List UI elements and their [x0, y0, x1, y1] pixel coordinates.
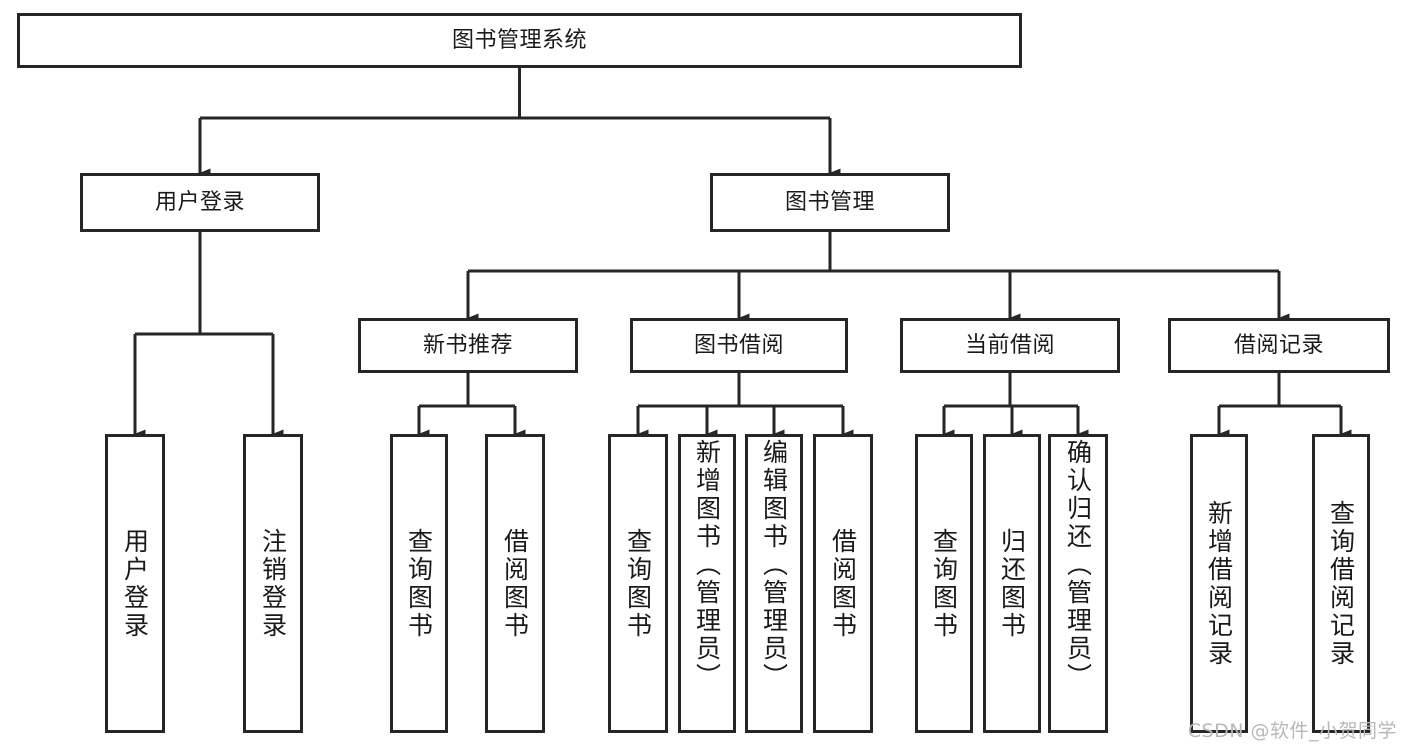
node-leaf-edit-book[interactable]: 编辑图书（管理员）: [745, 434, 803, 733]
node-label: 用户登录: [154, 189, 245, 215]
node-leaf-user-login[interactable]: 用户登录: [105, 434, 165, 733]
node-leaf-borrow-book-2[interactable]: 借阅图书: [813, 434, 873, 733]
node-label: 新增借阅记录: [1204, 499, 1234, 668]
node-root[interactable]: 图书管理系统: [17, 13, 1022, 68]
node-leaf-add-book[interactable]: 新增图书（管理员）: [678, 434, 736, 733]
node-label: 图书借阅: [693, 332, 784, 358]
node-current-borrow[interactable]: 当前借阅: [900, 318, 1120, 373]
node-leaf-add-record[interactable]: 新增借阅记录: [1190, 434, 1248, 733]
node-label: 查询图书: [404, 527, 434, 640]
node-label: 借阅图书: [828, 527, 858, 640]
node-label: 查询图书: [623, 527, 653, 640]
node-borrow-record[interactable]: 借阅记录: [1168, 318, 1390, 373]
node-leaf-query-book-2[interactable]: 查询图书: [608, 434, 668, 733]
node-label: 编辑图书（管理员）: [759, 439, 789, 691]
node-leaf-query-book-1[interactable]: 查询图书: [390, 434, 448, 733]
node-leaf-logout[interactable]: 注销登录: [243, 434, 303, 733]
node-leaf-return-book[interactable]: 归还图书: [983, 434, 1041, 733]
node-book-manage[interactable]: 图书管理: [710, 173, 950, 232]
node-label: 图书管理: [784, 189, 875, 215]
node-leaf-confirm-return[interactable]: 确认归还（管理员）: [1048, 434, 1108, 733]
node-label: 归还图书: [997, 527, 1027, 640]
node-label: 新书推荐: [422, 332, 513, 358]
node-label: 当前借阅: [964, 332, 1055, 358]
node-book-borrow[interactable]: 图书借阅: [630, 318, 848, 373]
node-label: 用户登录: [120, 527, 150, 640]
node-label: 借阅记录: [1233, 332, 1324, 358]
node-leaf-query-book-3[interactable]: 查询图书: [915, 434, 973, 733]
node-user-login[interactable]: 用户登录: [80, 173, 320, 232]
node-label: 借阅图书: [500, 527, 530, 640]
node-label: 查询图书: [929, 527, 959, 640]
node-leaf-borrow-book-1[interactable]: 借阅图书: [485, 434, 545, 733]
node-label: 新增图书（管理员）: [692, 439, 722, 691]
node-leaf-query-record[interactable]: 查询借阅记录: [1312, 434, 1370, 733]
node-label: 查询借阅记录: [1326, 499, 1356, 668]
node-label: 图书管理系统: [451, 27, 587, 53]
node-label: 注销登录: [258, 527, 288, 640]
watermark-text: CSDN @软件_小贺同学: [1187, 720, 1397, 742]
node-label: 确认归还（管理员）: [1063, 439, 1093, 691]
node-new-book-rec[interactable]: 新书推荐: [358, 318, 578, 373]
